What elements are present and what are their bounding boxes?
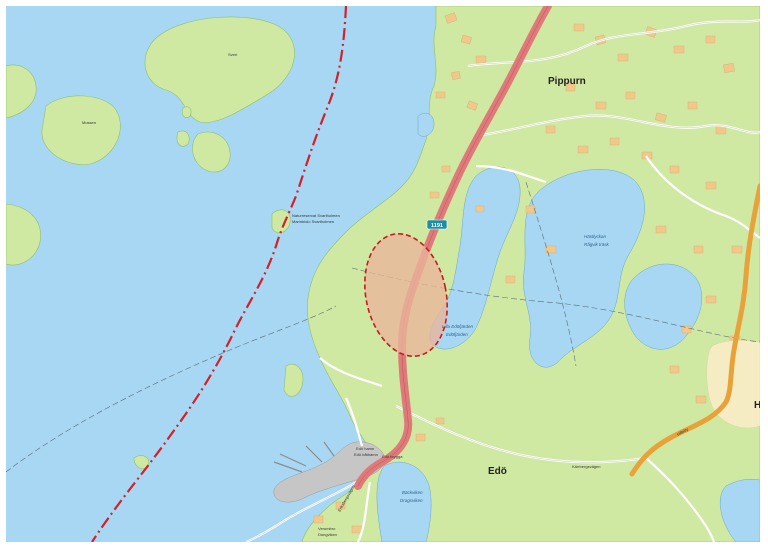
island-small-1 bbox=[192, 131, 231, 173]
lake-label-1: Hästlyckan bbox=[584, 234, 607, 239]
street-label-east: Kärrbergsvägen bbox=[572, 464, 600, 469]
bay-south-label-1: Bäckviken bbox=[402, 490, 423, 495]
bay-south bbox=[376, 461, 432, 542]
harbor-label-1: Edö hamn bbox=[356, 446, 374, 451]
pond-north bbox=[417, 113, 435, 137]
bay-east bbox=[429, 166, 521, 350]
island-nw-edge bbox=[6, 64, 37, 119]
bay-label-2: Edöfjärden bbox=[446, 332, 468, 337]
island-west bbox=[41, 95, 121, 165]
lake-ragvik bbox=[523, 169, 645, 368]
lake-label-2: Rågvik träsk bbox=[584, 241, 610, 247]
bay-south-label-2: Dragsviken bbox=[400, 498, 423, 503]
island-small-4 bbox=[283, 364, 304, 397]
island-large bbox=[144, 16, 295, 123]
harbor-area bbox=[273, 441, 386, 503]
island-label-sveri: Sveri bbox=[228, 52, 237, 57]
place-label-hi: Hi bbox=[754, 400, 760, 411]
island-reserve bbox=[271, 209, 291, 234]
municipal-boundary bbox=[91, 6, 348, 542]
island-label-mossen: Mossen bbox=[82, 120, 96, 125]
road-number-badge: 1191 bbox=[426, 219, 448, 230]
place-label-verum: Verumbro bbox=[318, 526, 336, 531]
island-small-3 bbox=[181, 106, 192, 118]
impact-area-ellipse[interactable] bbox=[354, 226, 458, 364]
road-number-text: 1191 bbox=[431, 223, 443, 229]
island-west-mid bbox=[6, 203, 41, 266]
harbor-piers bbox=[273, 441, 335, 473]
reserve-label-1: Naturreservat Svartholmen bbox=[292, 213, 340, 218]
place-label-verum2: Dungviken bbox=[318, 532, 337, 537]
street-label-hilleby: Hilleby bbox=[676, 427, 689, 437]
pond-south-east bbox=[719, 479, 760, 542]
reserve-label-2: Marinbiolo Svartholmen bbox=[292, 219, 334, 224]
island-small-2 bbox=[176, 130, 190, 147]
map-view[interactable]: 1191 Pippurn Edö Hi Sveri Mossen Naturre… bbox=[6, 6, 760, 542]
bay-label-1: Lilla Edöfjärden bbox=[442, 324, 474, 329]
regional-road bbox=[629, 183, 760, 477]
place-label-pippurn: Pippurn bbox=[548, 76, 586, 87]
place-label-edo: Edö bbox=[488, 466, 507, 477]
ferry-label: Edö brygga bbox=[382, 454, 403, 459]
harbor-label-2: Edö båthamn bbox=[354, 452, 378, 457]
